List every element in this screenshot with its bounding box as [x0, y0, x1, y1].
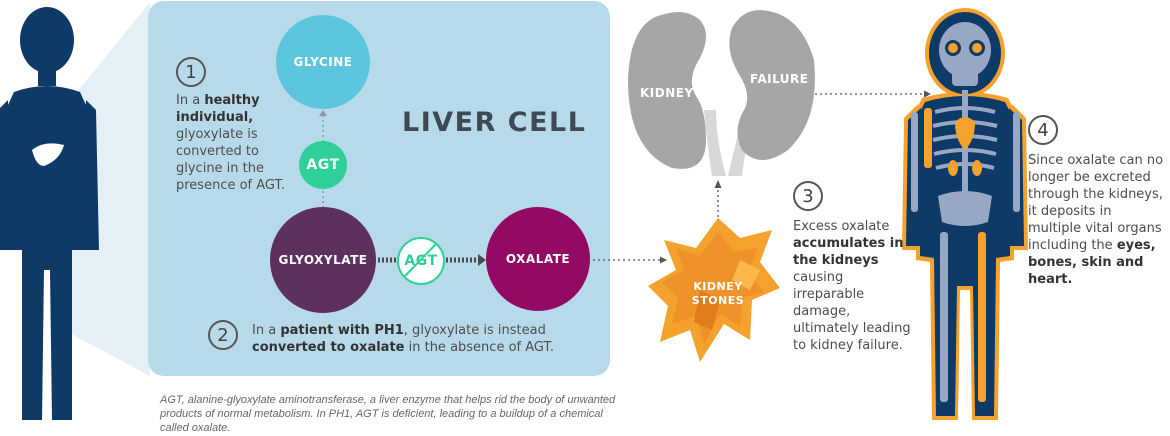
footnote: AGT, alanine-glyoxylate aminotransferase… — [160, 394, 616, 434]
step-2-text: In a patient with PH1, glyoxylate is ins… — [252, 323, 555, 355]
eye-left — [948, 43, 958, 53]
failure-label: FAILURE — [750, 72, 809, 86]
glycine-circle: GLYCINE — [276, 15, 370, 109]
kidney-label: KIDNEY — [640, 86, 694, 100]
kidney-illustration — [628, 10, 815, 176]
eye-right — [972, 43, 982, 53]
right-kidney-shape — [729, 10, 815, 160]
kidney-stones-icon — [648, 218, 780, 362]
zoom-funnel — [64, 2, 150, 376]
agt-blocked-circle: AGT — [397, 237, 445, 285]
liver-cell-title: LIVER CELL — [402, 107, 587, 138]
step-1-number: 1 — [176, 57, 206, 87]
oxalate-label: OXALATE — [505, 252, 571, 266]
heart-organ — [955, 117, 975, 150]
child-silhouette — [0, 7, 99, 420]
agt-blocked-label: AGT — [404, 253, 438, 269]
agt-circle: AGT — [299, 141, 347, 189]
glyoxylate-circle: GLYOXYLATE — [270, 207, 376, 313]
step-4-number: 4 — [1028, 115, 1058, 145]
liver-cell-box — [148, 1, 610, 376]
glycine-label: GLYCINE — [293, 55, 353, 69]
step-3-number: 3 — [793, 181, 823, 211]
arrowhead-right — [478, 254, 486, 266]
oxalate-circle: OXALATE — [486, 207, 590, 311]
liver-icon — [32, 143, 64, 166]
skeleton-body — [902, 8, 1028, 420]
left-kidney-shape — [628, 12, 706, 169]
step-1-text: In a healthy individual, glyoxylate is c… — [176, 93, 286, 193]
agt-label: AGT — [306, 157, 340, 173]
kidney-stones-label: KIDNEY STONES — [691, 280, 745, 307]
step-4-text: Since oxalate can no longer be excreted … — [1028, 153, 1164, 287]
arrowhead-up — [319, 110, 327, 116]
step-2-number: 2 — [208, 320, 238, 350]
glyoxylate-label: GLYOXYLATE — [278, 253, 368, 267]
